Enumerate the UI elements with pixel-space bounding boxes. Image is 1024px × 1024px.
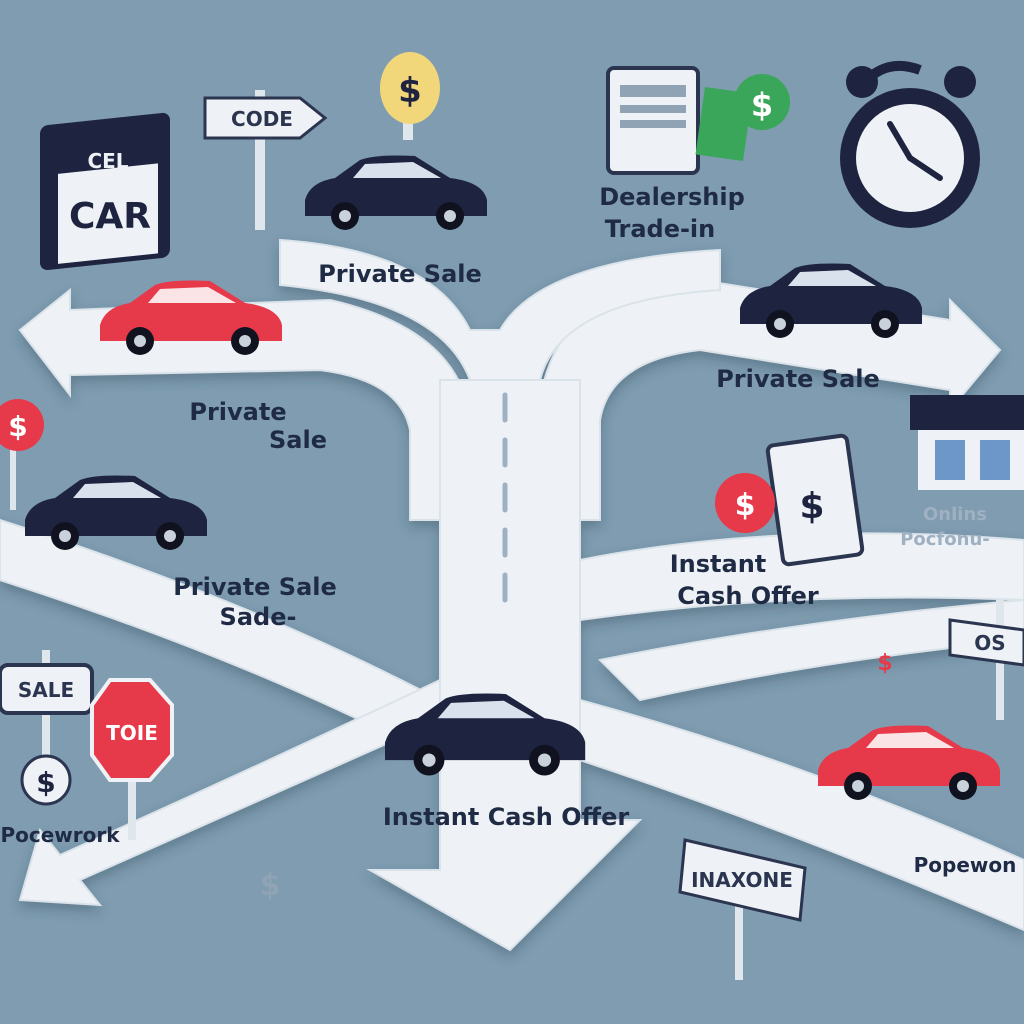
road-right-mid — [579, 532, 1024, 622]
sale-sign: SALE $ — [0, 650, 94, 806]
label-instant-cash-offer-center: Instant Cash Offer — [383, 803, 630, 831]
label-paperwork-right: Popewon — [914, 853, 1017, 877]
sale-dollar-icon: $ — [36, 766, 55, 799]
label-instant-right: Instant — [670, 550, 767, 578]
right-sign-text: OS — [974, 631, 1005, 655]
road-center-trunk — [366, 379, 643, 952]
document-money-icon: $ — [606, 66, 790, 175]
label-private-sale-lower-left: Private Sale — [173, 573, 337, 601]
cel-sign-text: CEL — [87, 149, 128, 173]
roads — [0, 238, 1024, 952]
dollar-coin-icon: $ — [751, 86, 773, 124]
label-sade-lower-left: Sade- — [220, 603, 297, 631]
code-sign: CODE — [203, 90, 328, 230]
car-billboard: CEL CAR — [40, 112, 170, 270]
label-private-sale-right: Private Sale — [716, 365, 880, 393]
car-red-right — [818, 725, 1000, 800]
alarm-clock-icon — [840, 60, 980, 228]
stop-sign-text: TOIE — [106, 721, 158, 745]
storefront-icon — [910, 395, 1024, 490]
dollar-coin-left-icon: $ — [8, 410, 27, 443]
label-sale-left: Sale — [269, 426, 327, 454]
car-sign-text: CAR — [69, 196, 151, 237]
label-online-platform-2: Pocfonu- — [900, 529, 990, 550]
car-left-mid — [25, 475, 207, 550]
label-private-left: Private — [189, 398, 286, 426]
label-paperwork-left: Pocewrork — [0, 823, 120, 847]
sale-sign-text: SALE — [18, 678, 74, 702]
label-cash-offer-right: Cash Offer — [677, 582, 819, 610]
bottom-sign-text: INAXONE — [691, 868, 793, 892]
road-left-bottom-arrow — [18, 678, 441, 907]
small-red-dollar-icon: $ — [877, 651, 892, 676]
stop-sign: TOIE — [90, 678, 174, 840]
road-top-center — [279, 238, 721, 381]
code-sign-text: CODE — [231, 107, 293, 131]
dollar-icon: $ — [398, 71, 422, 111]
road-right-upper-branch — [597, 598, 1024, 702]
faint-dollar-icon: $ — [260, 868, 281, 903]
label-dealership: Dealership — [599, 183, 745, 211]
bottom-sign: INAXONE — [678, 838, 807, 980]
car-top-center — [305, 155, 487, 230]
cash-offer-document-icon: $ $ — [715, 433, 865, 567]
document-dollar-icon: $ — [799, 486, 824, 527]
dollar-pin-top: $ — [380, 52, 440, 140]
left-coin-sign: $ — [0, 399, 44, 510]
label-online-platform-1: Onlins — [923, 504, 987, 525]
label-trade-in: Trade-in — [605, 215, 716, 243]
road-right-lower — [579, 698, 1024, 932]
red-coin-icon: $ — [735, 488, 756, 523]
right-sign: OS — [948, 600, 1024, 720]
label-private-sale-top: Private Sale — [318, 260, 482, 288]
